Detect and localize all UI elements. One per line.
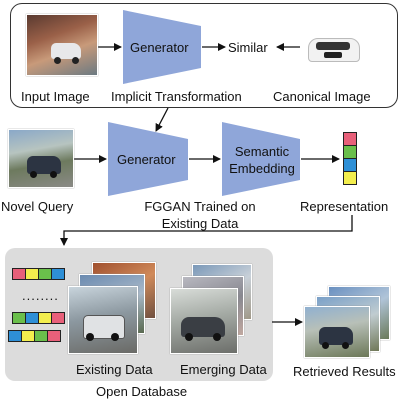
emerging-data-image-front bbox=[170, 288, 238, 354]
novel-query-label: Novel Query bbox=[1, 199, 74, 214]
retrieved-image-front bbox=[304, 306, 370, 358]
middle-generator-label: Generator bbox=[117, 152, 176, 167]
arrow-representation-to-database bbox=[60, 215, 353, 246]
canonical-image-label: Canonical Image bbox=[273, 89, 371, 104]
representation-cell-yellow bbox=[343, 171, 357, 185]
representation-cell-red bbox=[343, 132, 357, 146]
fggan-label-line2: Existing Data bbox=[161, 216, 239, 231]
input-image-label: Input Image bbox=[21, 89, 90, 104]
existing-data-label: Existing Data bbox=[76, 362, 153, 377]
existing-data-image-front bbox=[68, 286, 138, 354]
arrow-panel-to-generator bbox=[155, 107, 169, 132]
fggan-label-line1: FGGAN Trained on bbox=[144, 199, 256, 214]
similar-label: Similar bbox=[228, 40, 268, 55]
canonical-image bbox=[302, 20, 364, 76]
open-database-label: Open Database bbox=[96, 384, 188, 399]
input-image bbox=[26, 14, 98, 76]
top-generator-shape bbox=[123, 10, 201, 84]
top-panel bbox=[10, 3, 398, 108]
emerging-data-label: Emerging Data bbox=[180, 362, 267, 377]
retrieved-results-label: Retrieved Results bbox=[293, 364, 396, 379]
semantic-embedding-shape bbox=[222, 122, 300, 196]
representation-cell-blue bbox=[343, 158, 357, 172]
implicit-transformation-label: Implicit Transformation bbox=[111, 89, 242, 104]
middle-generator-shape bbox=[108, 122, 188, 196]
top-generator-label: Generator bbox=[130, 40, 189, 55]
vector-ellipsis: ........ bbox=[22, 288, 59, 303]
semantic-label-line2: Embedding bbox=[229, 161, 295, 176]
representation-label: Representation bbox=[300, 199, 389, 214]
semantic-label-line1: Semantic bbox=[234, 144, 290, 159]
novel-query-image bbox=[8, 129, 74, 188]
representation-cell-green bbox=[343, 145, 357, 159]
